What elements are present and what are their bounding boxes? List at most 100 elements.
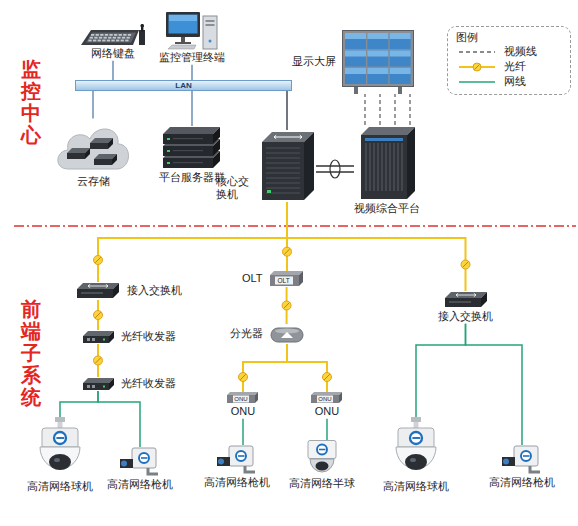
connector-details bbox=[94, 94, 471, 382]
fiber-joint-mark bbox=[324, 374, 330, 380]
icon-frame bbox=[159, 126, 225, 170]
device-label: 光纤收发器 bbox=[121, 377, 176, 391]
fiber-joint-mark bbox=[95, 312, 101, 318]
dome-camera-node: 高清网络球机 bbox=[27, 417, 93, 494]
fiber-joint-mark bbox=[284, 249, 290, 255]
terminal-icon bbox=[166, 10, 218, 50]
icon-frame bbox=[166, 10, 218, 50]
fiber-line bbox=[287, 202, 466, 291]
icon-frame: LAN bbox=[75, 80, 292, 91]
wall-icon bbox=[342, 30, 414, 94]
legend-row: 视频线 bbox=[458, 44, 564, 59]
fiber-joint bbox=[323, 373, 332, 382]
icon-frame bbox=[81, 330, 115, 344]
device-label: OLT bbox=[242, 272, 263, 286]
device-label: 高清网络球机 bbox=[27, 480, 93, 494]
lan-link bbox=[112, 61, 114, 80]
icon-frame bbox=[215, 445, 259, 475]
terminal-node: 监控管理终端 bbox=[159, 10, 225, 65]
fiber-line bbox=[98, 202, 287, 282]
icon-frame: ONU bbox=[310, 392, 344, 404]
device-label: 视频综合平台 bbox=[354, 202, 420, 216]
fiber-joint bbox=[239, 373, 248, 382]
legend-text: 光纤 bbox=[504, 60, 526, 74]
fiber-joint bbox=[94, 256, 103, 265]
half-icon bbox=[302, 440, 342, 476]
icon-frame bbox=[391, 417, 441, 479]
legend-title: 图例 bbox=[456, 30, 564, 44]
trans-icon bbox=[81, 330, 115, 344]
onu-node: ONU ONU bbox=[310, 392, 344, 419]
servers-icon bbox=[159, 126, 225, 170]
transceiver-node: 光纤收发器 bbox=[81, 377, 176, 391]
device-label: 高清网络球机 bbox=[383, 480, 449, 494]
splitter-node: 分光器 bbox=[230, 324, 305, 344]
olt-node: OLT OLT bbox=[242, 271, 305, 287]
network-cable bbox=[60, 391, 98, 417]
fiber-joint-mark bbox=[95, 358, 101, 364]
trans-icon bbox=[81, 377, 115, 391]
section-title: 监控中心 bbox=[21, 58, 41, 146]
network-cable bbox=[242, 419, 244, 445]
gun-icon bbox=[215, 445, 259, 475]
icon-frame bbox=[302, 440, 342, 476]
section-divider bbox=[14, 225, 576, 226]
legend-box: 图例视频线光纤网线 bbox=[447, 26, 571, 95]
dome-icon bbox=[35, 417, 85, 479]
gun-icon bbox=[118, 447, 162, 477]
fiber-joint-mark bbox=[95, 257, 101, 263]
transceiver-node: 光纤收发器 bbox=[81, 330, 176, 344]
device-label: 高清网络半球 bbox=[289, 477, 355, 491]
legend-row: 光纤 bbox=[458, 59, 564, 74]
switch-node: 接入交换机 bbox=[75, 282, 182, 300]
lan-link bbox=[286, 91, 288, 130]
switch-icon bbox=[443, 291, 489, 309]
legend-swatch bbox=[458, 47, 496, 57]
platform-node: 视频综合平台 bbox=[354, 125, 420, 216]
icon-frame bbox=[75, 282, 121, 300]
keyboard-icon bbox=[79, 24, 147, 46]
network-cable bbox=[416, 324, 466, 417]
device-label: ONU bbox=[315, 405, 339, 419]
device-label: 显示大屏 bbox=[292, 55, 336, 69]
core-switch-node: 核心交换机 bbox=[216, 130, 316, 202]
icon-frame bbox=[35, 417, 85, 479]
device-label: 网络键盘 bbox=[91, 47, 135, 61]
icon-frame bbox=[342, 30, 414, 94]
device-label: 高清网络枪机 bbox=[107, 478, 173, 492]
device-text: OLT bbox=[269, 277, 299, 285]
legend-row: 网线 bbox=[458, 74, 564, 89]
fiber-joint bbox=[94, 311, 103, 320]
legend-swatch bbox=[458, 62, 496, 72]
lan-link bbox=[191, 65, 193, 80]
icon-frame bbox=[443, 291, 489, 309]
video-line bbox=[364, 94, 365, 125]
icon-frame bbox=[357, 125, 417, 201]
fiber-line bbox=[243, 344, 287, 392]
fiber-joint bbox=[461, 260, 470, 269]
splitter-icon bbox=[269, 324, 305, 344]
trunk-link bbox=[316, 165, 354, 166]
gun-icon bbox=[500, 445, 544, 475]
legend-text: 视频线 bbox=[504, 45, 537, 59]
icon-frame bbox=[54, 119, 132, 174]
switch-node: 接入交换机 bbox=[438, 291, 493, 324]
trunk-link bbox=[316, 171, 354, 172]
device-label: 接入交换机 bbox=[127, 284, 182, 298]
keyboard-node: 网络键盘 bbox=[79, 24, 147, 61]
fiber-joint-mark bbox=[463, 262, 469, 268]
onu-node: ONUONU bbox=[226, 392, 260, 419]
video-line bbox=[394, 94, 395, 125]
dome-icon bbox=[391, 417, 441, 479]
network-cable bbox=[466, 324, 523, 445]
device-text: ONU bbox=[310, 396, 340, 403]
icon-frame bbox=[79, 24, 147, 46]
icon-frame bbox=[500, 445, 544, 475]
icon-frame: ONU bbox=[226, 392, 260, 404]
icon-frame: OLT bbox=[269, 271, 305, 287]
cloud-node: 云存储 bbox=[54, 119, 132, 189]
icon-frame bbox=[118, 447, 162, 477]
fiber-joint-mark bbox=[284, 303, 290, 309]
server-node: 平台服务器群 bbox=[159, 126, 225, 185]
